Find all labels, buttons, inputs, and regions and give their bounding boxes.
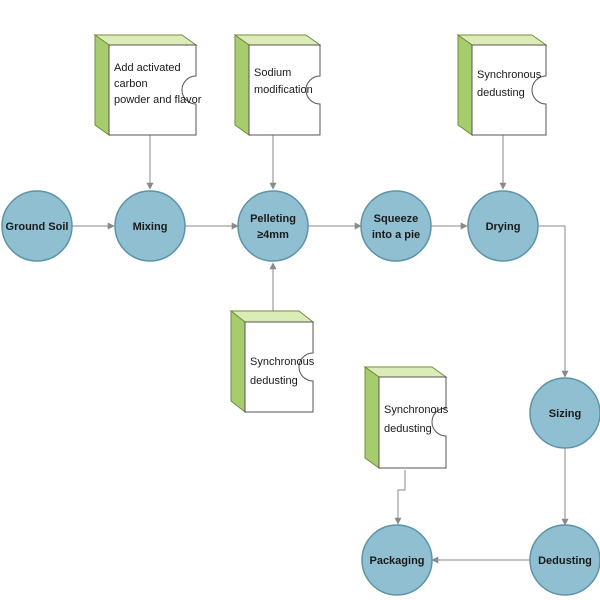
box-front-face (244, 321, 314, 413)
process-label: Sizing (549, 408, 581, 420)
process-circle (114, 190, 186, 262)
box-label-line-1: Synchronous (477, 69, 542, 81)
box-side-face (364, 366, 380, 469)
box-side-face (94, 34, 110, 136)
equipment-box-activated-carbon: Add activated carbon powder and flavor (93, 34, 202, 136)
box-label-line-1: Synchronous (384, 404, 449, 416)
box-front-face (471, 44, 547, 136)
process-circle (467, 190, 539, 262)
process-circle (529, 524, 600, 596)
process-node-packaging: Packaging (361, 524, 433, 596)
box-front-face (108, 44, 197, 136)
process-label: Drying (486, 221, 521, 233)
box-label-line-3: powder and flavor (114, 94, 202, 106)
box-side-face (234, 34, 250, 136)
process-circle (360, 190, 432, 262)
box-label-line-2: dedusting (384, 423, 432, 435)
equipment-box-sodium: Sodium modification (233, 34, 322, 136)
process-node-dedusting: Dedusting (529, 524, 600, 596)
process-label: Mixing (133, 221, 168, 233)
process-node-squeeze: Squeeze into a pie (360, 190, 432, 262)
process-node-pelleting: Pelleting ≥4mm (237, 190, 309, 262)
box-label-line-1: Add activated (114, 62, 181, 74)
process-label-line-1: Squeeze (374, 213, 419, 225)
box-side-face (457, 34, 473, 136)
process-label: Packaging (369, 555, 424, 567)
process-label-line-2: into a pie (372, 229, 420, 241)
process-node-ground-soil: Ground Soil (1, 190, 73, 262)
process-node-mixing: Mixing (114, 190, 186, 262)
box-label-line-1: Sodium (254, 67, 291, 79)
process-node-drying: Drying (467, 190, 539, 262)
box-top-face (93, 34, 198, 46)
box-front-face (378, 376, 447, 469)
connector-drying-to-sizing (538, 225, 569, 378)
process-label-line-1: Pelleting (250, 213, 296, 225)
process-circle (1, 190, 73, 262)
process-node-sizing: Sizing (529, 377, 600, 449)
box-label-line-2: modification (254, 84, 313, 96)
box-label-line-1: Synchronous (250, 356, 315, 368)
box-front-face (248, 44, 321, 136)
box-label-line-2: dedusting (250, 375, 298, 387)
process-label: Dedusting (538, 555, 592, 567)
process-label-line-2: ≥4mm (257, 229, 289, 241)
process-label: Ground Soil (6, 221, 69, 233)
box-side-face (230, 309, 246, 414)
process-circle (361, 524, 433, 596)
box-label-line-2: carbon (114, 78, 148, 90)
equipment-box-dedusting-packaging: Synchronous dedusting (363, 366, 449, 469)
box-label-line-2: dedusting (477, 87, 525, 99)
connectors (72, 135, 569, 564)
process-circle (529, 377, 600, 449)
process-circle (237, 190, 309, 262)
box-top-face (456, 34, 548, 46)
connector-dedust-to-packaging (394, 470, 406, 525)
equipment-box-dedusting-drying: Synchronous dedusting (456, 34, 548, 136)
equipment-box-dedusting-pelleting: Synchronous dedusting (229, 309, 315, 414)
